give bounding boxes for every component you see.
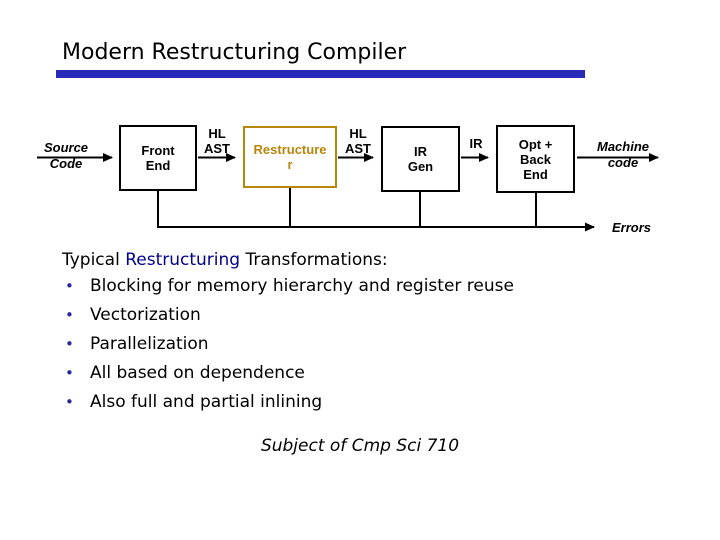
box-restructurer-line2: r [287, 157, 293, 172]
hl-ast-label-1-line1: HL [208, 126, 226, 141]
list-item: • Blocking for memory hierarchy and regi… [62, 272, 514, 301]
source-code-label: Source Code [28, 140, 104, 172]
list-item: • Vectorization [62, 301, 514, 330]
machine-code-label-line1: Machine [596, 139, 649, 154]
bullet-text: Vectorization [90, 305, 201, 325]
heading-highlight: Restructuring [125, 250, 241, 270]
error-drop-lines [157, 187, 537, 227]
machine-code-label-line2: code [607, 155, 639, 170]
hl-ast-label-2-line1: HL [349, 126, 367, 141]
box-ir-gen-line2: Gen [407, 159, 434, 174]
errors-label: Errors [612, 220, 652, 235]
list-item: • All based on dependence [62, 359, 514, 388]
list-item: • Parallelization [62, 330, 514, 359]
hl-ast-label-1-line2: AST [204, 141, 230, 156]
bullet-text: Also full and partial inlining [90, 392, 323, 412]
heading-suffix: Transformations: [240, 250, 388, 270]
box-front-end-line2: End [145, 158, 171, 173]
bullet-text: Parallelization [90, 334, 209, 354]
footer-note: Subject of Cmp Sci 710 [260, 436, 460, 456]
box-restructurer: Restructure r [243, 126, 337, 188]
hl-ast-label-1: HL AST [190, 126, 244, 156]
body-heading: Typical Restructuring Transformations: [62, 250, 388, 270]
bullet-text: Blocking for memory hierarchy and regist… [90, 276, 514, 296]
hl-ast-label-2-line2: AST [345, 141, 371, 156]
bullet-icon: • [65, 393, 74, 411]
title-underline-bar [56, 70, 585, 78]
bullet-icon: • [65, 277, 74, 295]
source-code-label-line2: Code [49, 156, 83, 171]
bullet-icon: • [65, 306, 74, 324]
box-ir-gen: IR Gen [381, 126, 460, 192]
bullet-icon: • [65, 364, 74, 382]
page-title: Modern Restructuring Compiler [62, 40, 407, 65]
heading-prefix: Typical [62, 250, 126, 270]
bullet-list: • Blocking for memory hierarchy and regi… [62, 272, 514, 417]
box-ir-gen-line1: IR [414, 144, 427, 159]
source-code-label-line1: Source [43, 140, 89, 155]
box-opt-back-end-line3: End [523, 166, 548, 182]
machine-code-label: Machine code [585, 139, 661, 171]
box-front-end-line1: Front [141, 143, 175, 158]
box-front-end: Front End [119, 125, 197, 191]
box-opt-back-end-line2: Back [519, 151, 552, 167]
box-opt-back-end-line1: Opt + [518, 136, 553, 152]
ir-label: IR [469, 136, 483, 151]
bullet-icon: • [65, 335, 74, 353]
list-item: • Also full and partial inlining [62, 388, 514, 417]
box-opt-back-end: Opt + Back End [496, 125, 575, 193]
hl-ast-label-2: HL AST [331, 126, 385, 156]
box-restructurer-line1: Restructure [253, 142, 327, 157]
bullet-text: All based on dependence [90, 363, 305, 383]
